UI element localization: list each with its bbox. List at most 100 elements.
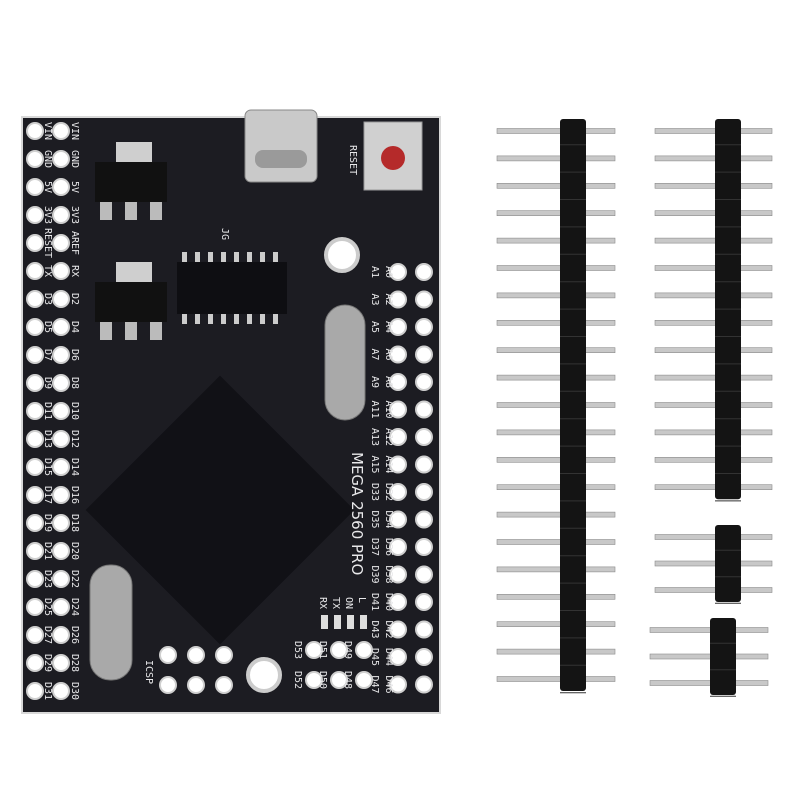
header-plastic-body (710, 618, 736, 695)
pin-label: D14 (69, 458, 80, 476)
mounting-hole (324, 237, 360, 273)
pin-hole (355, 641, 373, 659)
pin-header-strip (654, 525, 773, 604)
chip-leg (234, 252, 239, 262)
led-label: L (356, 597, 367, 603)
chip-leg (195, 252, 200, 262)
crystal-oscillator (324, 304, 366, 421)
header-pin (496, 621, 616, 628)
pin-hole (52, 486, 70, 504)
chip-leg (208, 252, 213, 262)
pin-hole (26, 122, 44, 140)
pin-hole (52, 262, 70, 280)
header-pin (496, 648, 616, 655)
header-pin (496, 155, 616, 162)
pin-hole (26, 318, 44, 336)
pin-hole (52, 598, 70, 616)
mounting-hole (246, 657, 282, 693)
pin-header-strip (654, 119, 773, 502)
pin-label: D29 (42, 654, 53, 672)
header-pin (496, 237, 616, 244)
pin-hole (26, 486, 44, 504)
pin-label: VIN (42, 122, 53, 140)
icsp-hole (159, 676, 177, 694)
pin-hole (26, 234, 44, 252)
pin-label: A14 (383, 455, 394, 473)
loose-pin-headers (496, 119, 773, 697)
pin-label: D39 (369, 565, 380, 583)
led (334, 615, 341, 629)
pin-hole (26, 514, 44, 532)
header-pin (654, 265, 773, 271)
pin-label: GND (69, 150, 80, 168)
header-pin (654, 429, 773, 436)
pin-hole (52, 402, 70, 420)
chip-leg (221, 314, 226, 324)
led (347, 615, 354, 629)
pin-hole (389, 428, 407, 446)
pin-hole (52, 122, 70, 140)
header-pin (654, 292, 773, 299)
pin-label: D53 (292, 641, 303, 659)
crystal-oscillator (89, 564, 133, 681)
pin-label: D34 (383, 510, 394, 528)
chip-leg (234, 314, 239, 324)
header-pin (649, 680, 769, 686)
chip-leg (195, 314, 200, 324)
jg-label: JG (219, 228, 230, 240)
pin-hole (52, 178, 70, 196)
pin-label: D11 (42, 402, 53, 420)
pin-hole (389, 565, 407, 584)
pin-label: A15 (369, 455, 380, 473)
pin-label: D6 (69, 349, 80, 361)
pin-label: D12 (69, 430, 80, 448)
chip-leg (182, 252, 187, 262)
pin-label: RX (69, 265, 80, 277)
pin-hole (415, 345, 433, 364)
pin-hole (415, 400, 433, 419)
usb-serial-chip (177, 252, 287, 324)
pin-hole (330, 641, 348, 659)
pin-hole (415, 510, 433, 529)
header-pin (654, 456, 773, 463)
pin-label: AREF (69, 231, 80, 255)
led-label: RX (317, 597, 328, 609)
pin-label: A11 (369, 400, 380, 418)
pin-label: D13 (42, 430, 53, 448)
pin-label: D50 (317, 671, 328, 689)
pin-header-strip (649, 618, 769, 697)
header-pin (654, 237, 773, 244)
pin-hole (52, 542, 70, 560)
pin-hole (26, 542, 44, 560)
pin-hole (389, 483, 407, 501)
pin-label: D35 (369, 510, 380, 528)
pin-hole (305, 671, 323, 689)
led-label: TX (330, 597, 341, 609)
pin-hole (26, 290, 44, 308)
header-pin (654, 183, 773, 189)
pin-hole (26, 570, 44, 588)
header-pin (496, 319, 616, 326)
pin-hole (52, 290, 70, 308)
led-label: ON (343, 597, 354, 609)
pin-label: D42 (383, 620, 394, 638)
pin-hole (415, 620, 433, 639)
led (360, 615, 367, 629)
pin-hole (52, 346, 70, 364)
pin-hole (52, 654, 70, 672)
header-pin (649, 627, 769, 633)
header-pin (496, 484, 616, 491)
pin-label: D33 (369, 483, 380, 501)
pin-label: D18 (69, 514, 80, 532)
pin-hole (415, 290, 433, 309)
pin-hole (355, 671, 373, 689)
header-pin (496, 292, 616, 299)
pin-label: GND (42, 150, 53, 168)
header-pin (496, 429, 616, 436)
reset-button (363, 121, 423, 191)
pin-hole (415, 428, 433, 446)
pin-label: D17 (42, 486, 53, 504)
header-pin (496, 347, 616, 354)
pin-label: D51 (317, 641, 328, 659)
chip-leg (208, 314, 213, 324)
